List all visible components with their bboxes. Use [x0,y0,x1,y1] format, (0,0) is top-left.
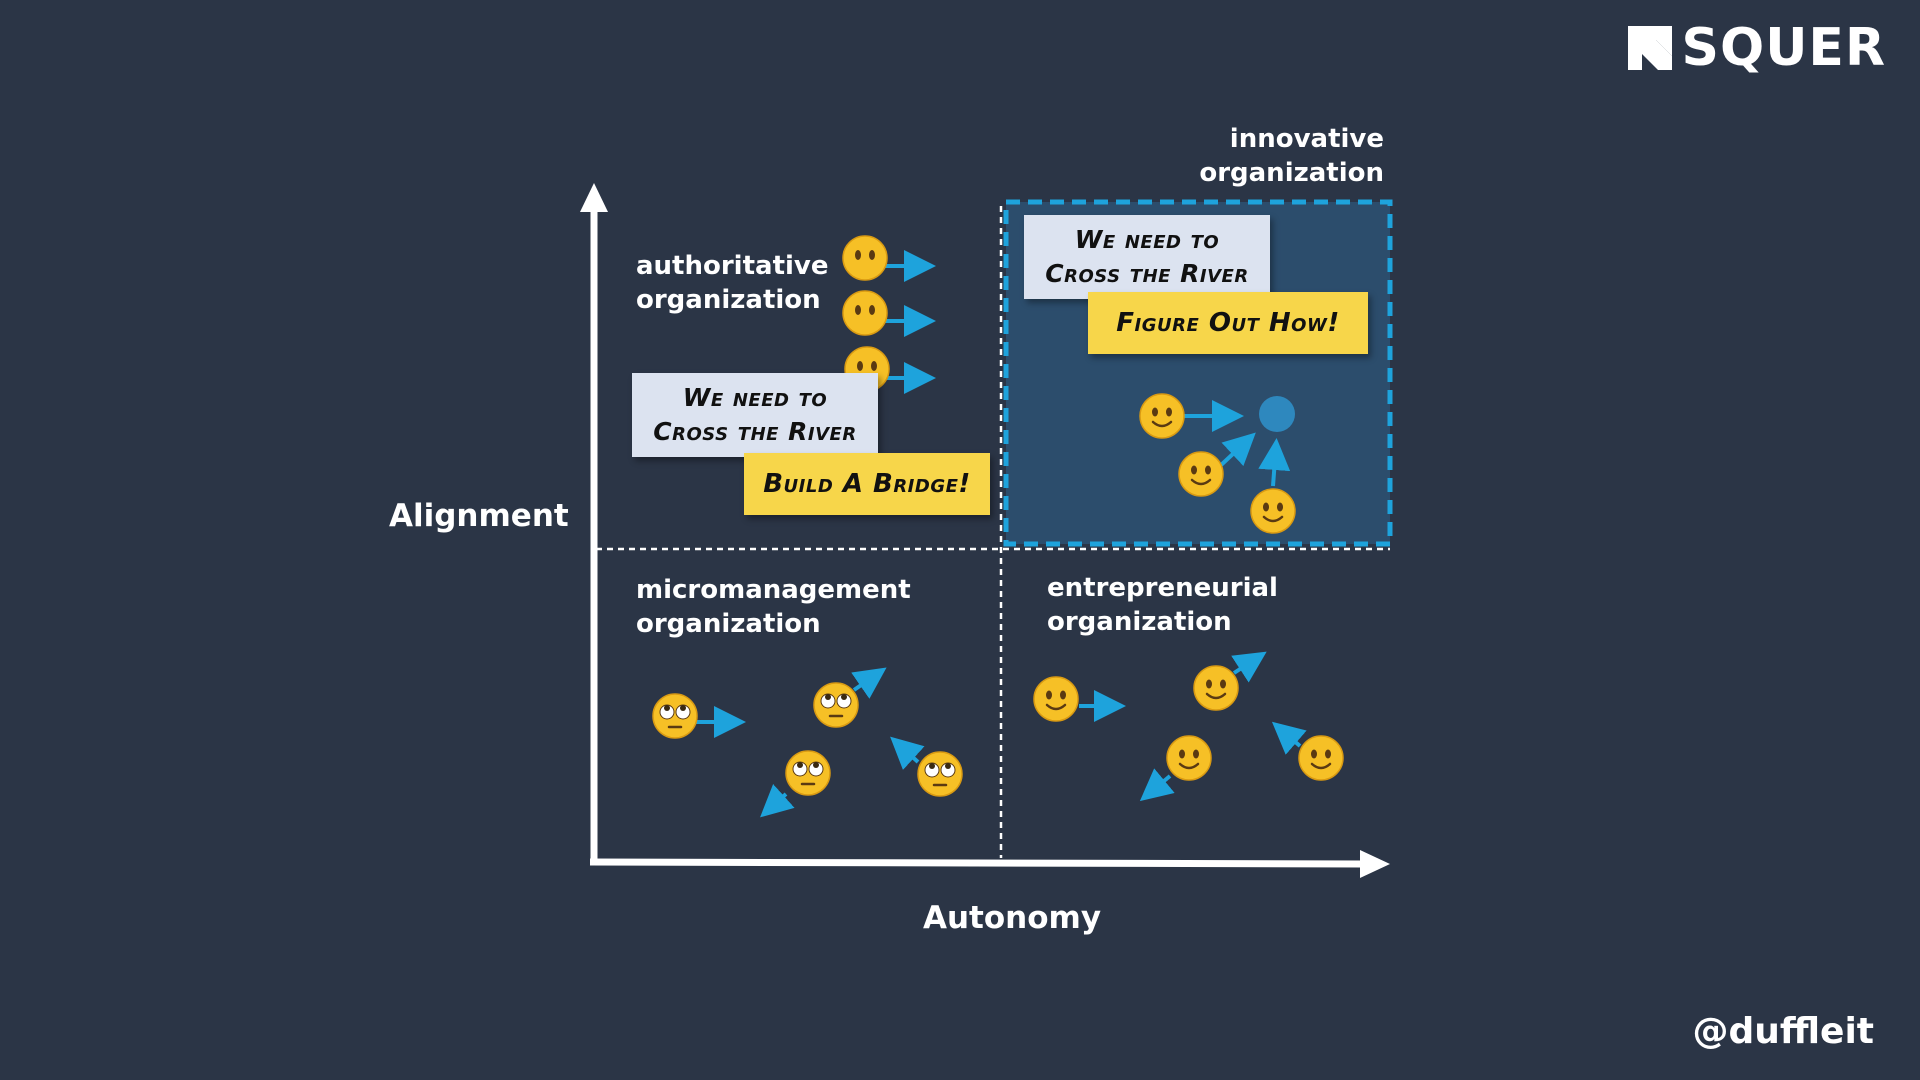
slight-smile-face-icon [1250,488,1296,534]
instruction-note-right: Figure Out How! [1088,292,1368,354]
direction-arrow-icon [760,784,795,818]
quadrant-label-authoritative: authoritative organization [636,251,829,315]
direction-arrow-icon [1271,721,1307,755]
eye-roll-face-icon [917,751,963,797]
y-axis-label: Alignment [389,498,569,534]
squer-logo-icon [1627,26,1672,70]
instruction-note-left: Build A Bridge! [744,453,990,515]
direction-arrow-icon [1218,432,1256,468]
direction-arrow-icon [1258,438,1291,487]
brand-name: SQUER [1681,18,1886,78]
goal-dot-icon [1259,396,1295,432]
x-axis-arrowhead [1360,850,1390,878]
slight-smile-face-icon [1166,735,1212,781]
eye-roll-face-icon [785,750,831,796]
x-axis [589,858,1365,868]
no-mouth-face-icon [842,235,888,281]
direction-arrow-icon [1139,768,1175,802]
direction-arrow-icon [1231,651,1267,683]
slight-smile-face-icon [1178,451,1224,497]
direction-arrows [696,250,1307,818]
no-mouth-face-icon [842,290,888,336]
eye-roll-face-icon [813,682,859,728]
author-handle: @duffleit [1692,1011,1874,1052]
x-axis-label: Autonomy [923,900,1102,936]
y-axis-arrowhead [580,183,608,212]
slight-smile-face-icon [1298,735,1344,781]
goal-note-right: We need to Cross the River [1024,215,1270,299]
direction-arrow-icon [851,667,887,699]
brand-logo: SQUER [1627,18,1886,78]
slight-smile-face-icon [1033,676,1079,722]
goal-note-left: We need to Cross the River [632,373,878,457]
direction-arrow-icon [890,736,925,770]
quadrant-label-entrepreneurial: entrepreneurial organization [1047,573,1278,637]
quadrant-label-innovative: innovative organization [1199,124,1384,188]
slight-smile-face-icon [1139,393,1185,439]
slight-smile-face-icon [1193,665,1239,711]
eye-roll-face-icon [652,693,698,739]
quadrant-label-micromanagement: micromanagement organization [636,575,911,639]
